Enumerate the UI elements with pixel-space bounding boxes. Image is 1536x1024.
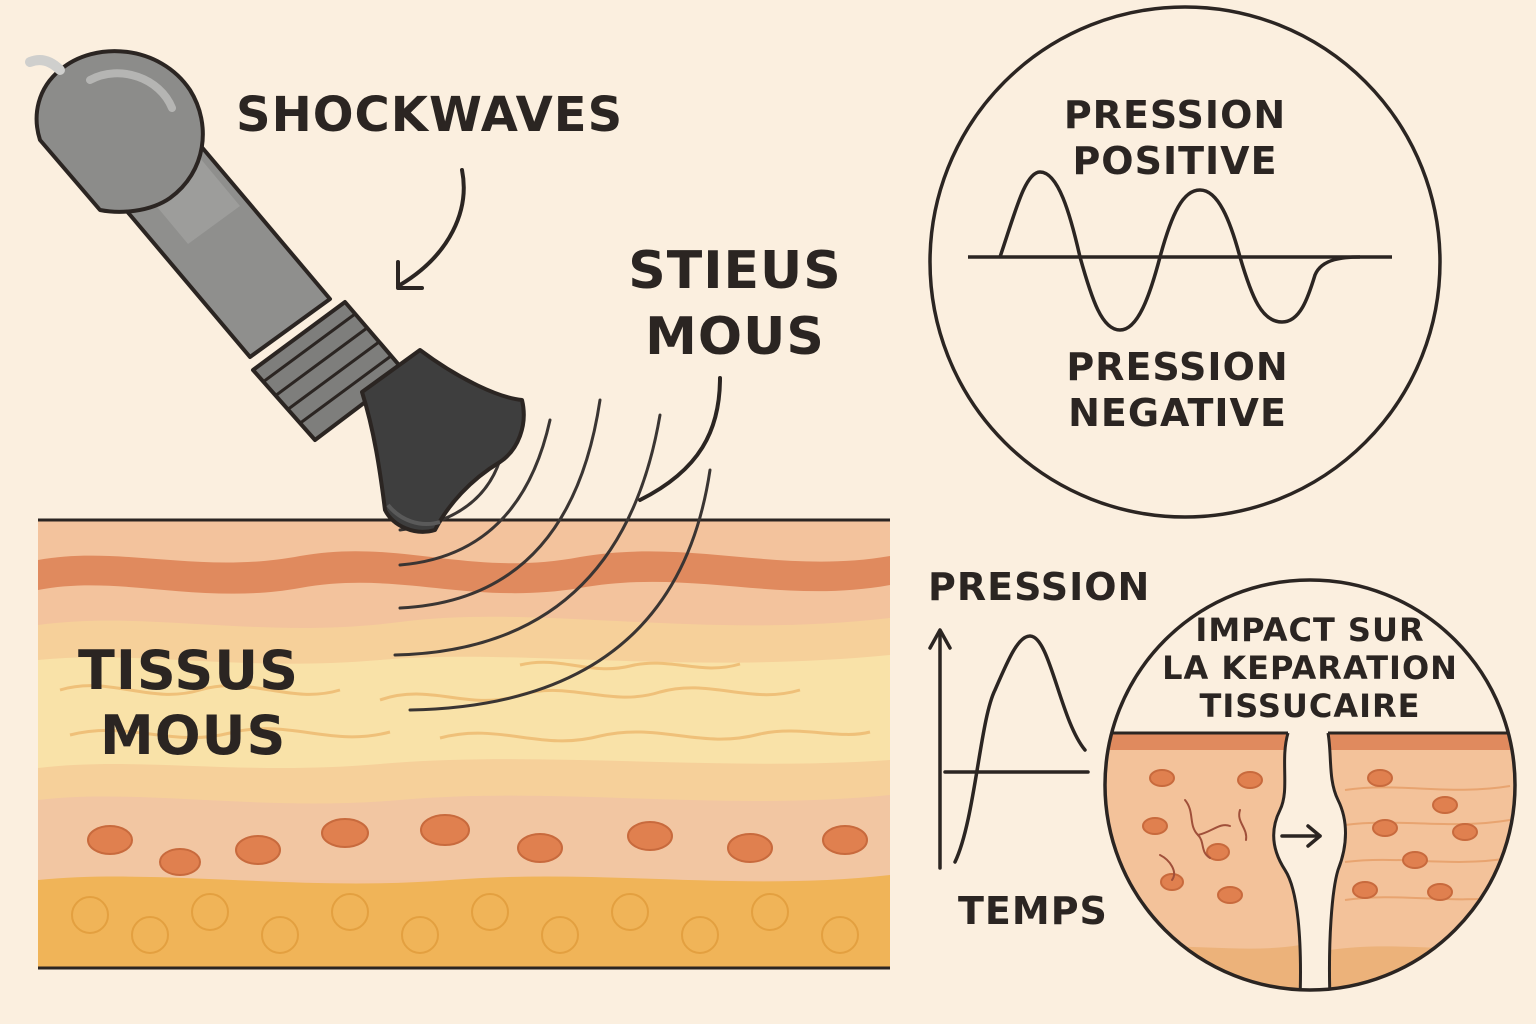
pression-negative-label-line2: NEGATIVE (1068, 391, 1287, 435)
tissus-mous-label-line1: TISSUS (78, 639, 300, 702)
tissus-mous-label-line2: MOUS (100, 704, 287, 767)
fat-layer (38, 875, 890, 968)
cells (87, 814, 868, 876)
graph-y-axis-label: PRESSION (928, 565, 1151, 609)
skin-band-layer (38, 551, 890, 594)
impact-label-line3: TISSUCAIRE (1199, 687, 1421, 725)
impact-label-line2: LA KEPARATION (1162, 649, 1458, 687)
stieus-pointer-line (638, 376, 722, 502)
curved-arrow-icon (396, 168, 722, 502)
tissue-cracks (1159, 799, 1248, 881)
shockwave-applicator-icon (25, 49, 526, 534)
pulse-curve (953, 634, 1087, 864)
impact-label-line1: IMPACT SUR (1195, 611, 1425, 649)
pressure-time-graph (928, 628, 1090, 870)
repair-cells (1142, 769, 1478, 904)
graph-y-arrowhead (928, 628, 952, 650)
stieus-mous-label-line2: MOUS (645, 307, 825, 367)
tissue-repair-circle (1103, 578, 1517, 992)
graph-x-axis-label: TEMPS (958, 889, 1108, 933)
dermis-light-layer (38, 655, 890, 768)
fiber-lines (59, 660, 871, 743)
fat-cells (71, 893, 859, 954)
sine-wave-curve (998, 170, 1361, 332)
pression-positive-label-line2: POSITIVE (1072, 139, 1278, 183)
tissue-block (38, 518, 890, 970)
pression-negative-label-line1: PRESSION (1066, 345, 1289, 389)
stieus-mous-label-line1: STIEUS (628, 241, 842, 301)
wave-arcs-icon (393, 398, 712, 712)
shockwaves-label: SHOCKWAVES (236, 87, 624, 143)
tissue-repair-panel (1105, 731, 1515, 990)
pression-positive-label-line1: PRESSION (1063, 93, 1287, 137)
pressure-wave-panel (928, 5, 1442, 519)
right-arrow-icon (1280, 824, 1322, 848)
